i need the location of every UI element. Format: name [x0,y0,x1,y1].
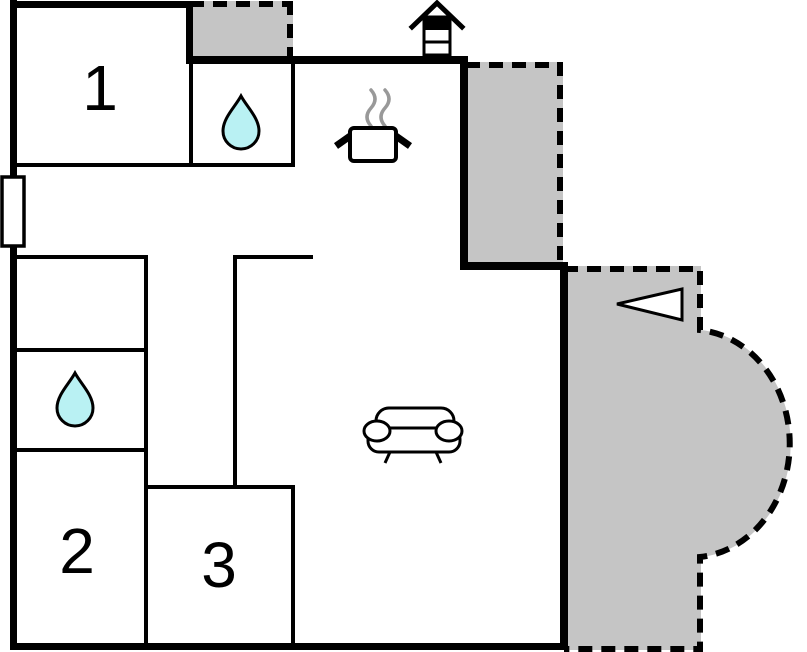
wall-bathroom-top-right [291,62,295,165]
sofa-armrest-left [362,419,392,443]
wall-right-lower [560,262,568,650]
wall-right-upper [460,56,468,270]
wall-step-top [186,1,193,63]
wall-bathroom-room2-divider [13,448,148,452]
terrace-right-round [564,266,791,650]
wall-room3-top [144,485,295,489]
wall-storage-bathroom-divider [13,348,148,352]
terrace-top-left-border [190,1,293,60]
pot-body [348,126,398,163]
terrace-right-upper-border [466,62,563,266]
water-drop-icon-top-bathroom [221,92,261,151]
sofa-leg-left [383,451,392,464]
wall-hall-vertical [233,255,237,487]
room-2-label: 2 [59,515,95,587]
terrace-top-left [190,1,293,62]
fireplace-roof [408,0,466,31]
room-1-label: 1 [82,52,118,124]
wall-left [10,0,17,650]
wall-room1-bottom [10,163,295,167]
wall-bottom [10,643,568,650]
sofa-leg-right [434,451,443,464]
wall-room3-right [291,485,295,647]
wall-top-room1 [10,1,193,8]
wall-step-right [460,262,568,270]
window [0,175,26,248]
terrace-right-round-border [564,266,793,652]
fireplace-band [423,16,451,30]
entrance-arrow-icon [616,287,684,322]
terrace-right-upper [463,62,563,268]
wall-top-kitchen [186,56,467,64]
wall-hall-top [233,255,313,259]
room-3-label: 3 [201,529,237,601]
fireplace-icon [408,0,466,57]
wall-bathroom-top-left [189,62,193,165]
sofa-icon [362,406,464,464]
sofa-armrest-right [434,419,464,443]
stove-icon [333,88,413,163]
steam-line [379,88,391,128]
steam-line [365,88,377,128]
water-drop-icon-left-bathroom [55,369,95,428]
wall-storage-top [13,255,148,259]
